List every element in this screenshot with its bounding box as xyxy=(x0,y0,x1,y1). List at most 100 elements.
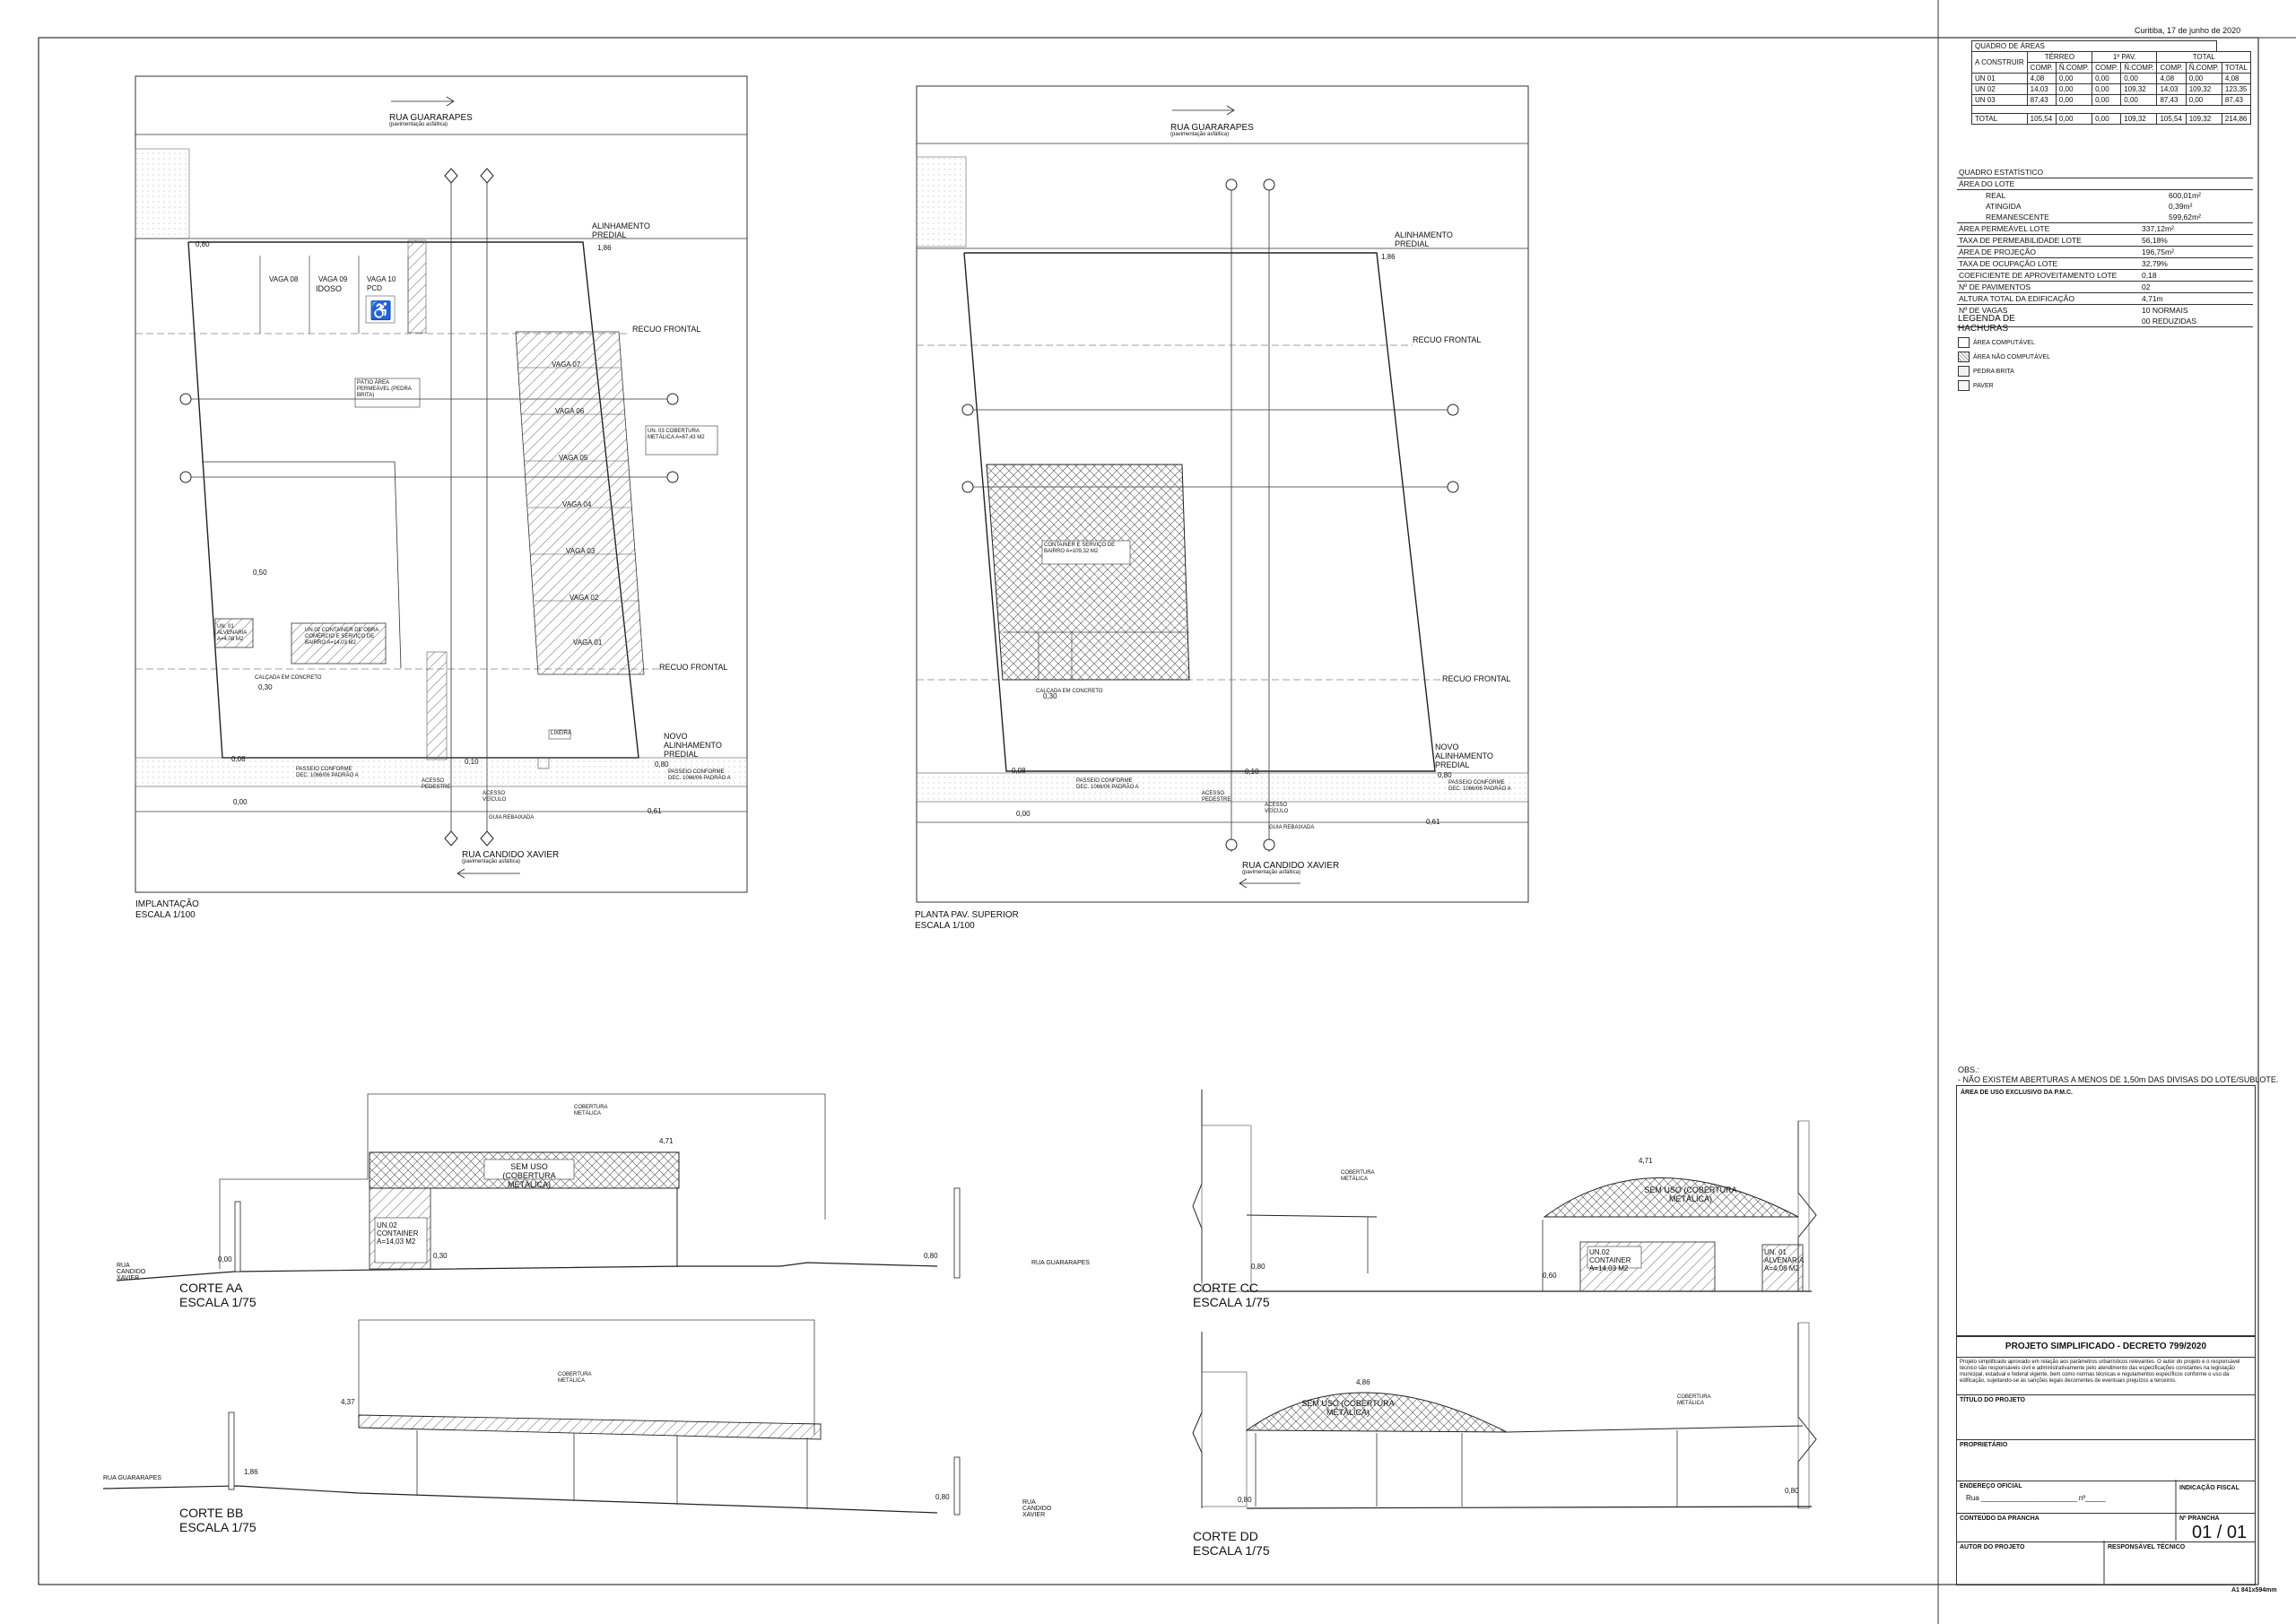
parking-label: VAGA 09 xyxy=(318,275,348,283)
container-label: UN.02 CONTAINER A=14,03 M2 xyxy=(377,1221,419,1246)
stat-label: COEFICIENTE DE APROVEITAMENTO LOTE xyxy=(1959,271,2118,280)
stat-value: 599,62m² xyxy=(2169,213,2201,221)
accessibility-icon: ♿ xyxy=(370,301,392,321)
legend-label: ÁREA NÃO COMPUTÁVEL xyxy=(1973,353,2050,360)
new-alignment-label: NOVO ALINHAMENTO PREDIAL xyxy=(1435,743,1493,769)
technician-label: RESPONSÁVEL TÉCNICO xyxy=(2108,1544,2186,1550)
level-marker: 1,86 xyxy=(597,244,612,252)
level-marker: 0,00 xyxy=(233,798,248,806)
areas-cell: 0,00 xyxy=(2055,113,2093,125)
level-marker: 0,80 xyxy=(1251,1263,1265,1271)
areas-group: TOTAL xyxy=(2156,51,2251,63)
areas-row: UN 02 14,03 0,00 0,00 109,32 14,03 109,3… xyxy=(1971,83,2251,95)
stat-value: 196,75m² xyxy=(2142,248,2174,256)
level-marker: 4,86 xyxy=(1356,1378,1370,1386)
street-name: RUA CANDIDO XAVIER xyxy=(462,850,560,860)
areas-row: UN 03 87,43 0,00 0,00 0,00 87,43 0,00 87… xyxy=(1971,94,2251,106)
stat-label: Nº DE PAVIMENTOS xyxy=(1959,282,2031,291)
unused-roof-label: SEM USO (COBERTURA METÁLICA) xyxy=(1301,1399,1395,1417)
walkway-label: PASSEIO CONFORME DEC. 1066/06 PADRÃO A xyxy=(1076,778,1139,790)
level-marker: 4,37 xyxy=(341,1398,355,1406)
level-marker: 0,00 xyxy=(1016,810,1031,818)
drawing-title: PLANTA PAV. SUPERIOR xyxy=(915,910,1019,920)
alignment-label: ALINHAMENTO PREDIAL xyxy=(1395,230,1453,248)
sheet-number-label: Nº PRANCHA xyxy=(2179,1515,2220,1522)
street-guararapes: RUA GUARARAPES (pavimentação asfáltica) xyxy=(389,113,473,127)
roof-note: COBERTURA METÁLICA xyxy=(574,1105,608,1116)
level-marker: 0,30 xyxy=(258,683,273,691)
areas-cell: UN 02 xyxy=(1971,83,2028,95)
curb-label: GUIA REBAIXADA xyxy=(1269,825,1315,830)
walkway-label: PASSEIO CONFORME DEC. 1066/06 PADRÃO A xyxy=(1448,780,1511,792)
legend-label: PEDRA BRITA xyxy=(1973,368,2014,375)
areas-cell: 0,00 xyxy=(2055,73,2093,84)
section-cc-title: CORTE CC ESCALA 1/75 xyxy=(1193,1281,1270,1309)
areas-subheader: Ñ.COMP. xyxy=(2055,62,2093,74)
level-marker: 1,86 xyxy=(1381,253,1396,261)
stat-value: 56,18% xyxy=(2142,236,2168,245)
new-alignment-label: NOVO ALINHAMENTO PREDIAL xyxy=(664,732,722,759)
level-marker: 0,61 xyxy=(648,807,662,815)
level-marker: 0,10 xyxy=(465,758,479,766)
stat-label: ÁREA DE PROJEÇÃO xyxy=(1959,248,2036,256)
drawing-scale: ESCALA 1/100 xyxy=(135,910,196,920)
areas-group: TÉRREO xyxy=(2026,51,2093,63)
drawing-scale: ESCALA 1/100 xyxy=(915,921,975,931)
section-street-label: RUA CANDIDO XAVIER xyxy=(1022,1499,1052,1518)
areas-cell: 0,00 xyxy=(2092,83,2122,95)
level-marker: 0,30 xyxy=(1043,692,1057,700)
areas-cell: 87,43 xyxy=(2026,94,2057,106)
vehicle-access-label: ACESSO VEÍCULO xyxy=(483,791,507,803)
parking-label: PCD xyxy=(367,284,382,292)
street-paving: (pavimentação asfáltica) xyxy=(389,122,448,127)
unused-roof-label: SEM USO (COBERTURA METÁLICA) xyxy=(1644,1185,1737,1203)
areas-cell: 87,43 xyxy=(2156,94,2187,106)
stat-label: ÁREA PERMEÁVEL LOTE xyxy=(1959,224,2050,233)
section-bb xyxy=(102,1319,961,1515)
sidewalk-label: CALÇADA EM CONCRETO xyxy=(255,675,322,681)
areas-cell: 14,03 xyxy=(2156,83,2187,95)
title-block-divider-svg xyxy=(2103,1541,2105,1584)
stat-label: ATINGIDA xyxy=(1986,202,2022,211)
setback-label: RECUO FRONTAL xyxy=(1413,335,1482,344)
drawing-scale: ESCALA 1/75 xyxy=(179,1520,257,1534)
areas-cell: UN 03 xyxy=(1971,94,2028,106)
section-street-label: RUA CANDIDO XAVIER xyxy=(117,1263,146,1281)
obs-title: OBS.: xyxy=(1958,1065,1980,1074)
areas-cell: 0,00 xyxy=(2055,94,2093,106)
stat-value: 4,71m xyxy=(2142,294,2163,303)
parking-label: VAGA 10 xyxy=(367,275,396,283)
legend-item: PEDRA BRITA xyxy=(1958,366,2050,377)
site-plan xyxy=(135,75,748,893)
parking-label: VAGA 07 xyxy=(552,360,581,369)
areas-cell: 0,00 xyxy=(2092,73,2122,84)
parking-label: VAGA 08 xyxy=(269,275,299,283)
stat-label: REAL xyxy=(1986,191,2006,200)
pmc-area-label: ÁREA DE USO EXCLUSIVO DA P.M.C. xyxy=(1961,1090,2073,1096)
level-marker: 0,80 xyxy=(935,1493,950,1501)
areas-col-a: A CONSTRUIR xyxy=(1971,51,2028,74)
observations: OBS.: - NÃO EXISTEM ABERTURAS A MENOS DE… xyxy=(1958,1065,2278,1085)
areas-cell: 0,00 xyxy=(2120,73,2158,84)
areas-cell: TOTAL xyxy=(1971,113,2028,125)
areas-cell: 123,35 xyxy=(2221,83,2251,95)
legend-item: PAVER xyxy=(1958,380,2050,391)
stat-label: ALTURA TOTAL DA EDIFICAÇÃO xyxy=(1959,294,2074,303)
legend-title: LEGENDA DE HACHURAS xyxy=(1958,314,2015,334)
areas-cell: 14,03 xyxy=(2026,83,2057,95)
street-name: RUA GUARARAPES xyxy=(1170,123,1254,133)
level-marker: 0,00 xyxy=(218,1255,232,1264)
areas-subheader: COMP. xyxy=(2092,62,2122,74)
roof-note: COBERTURA METÁLICA xyxy=(558,1372,592,1384)
section-aa xyxy=(116,1093,961,1281)
areas-cell: 87,43 xyxy=(2221,94,2251,106)
level-marker: 0,80 xyxy=(196,240,210,248)
section-cc xyxy=(1192,1090,1817,1292)
sheet-border xyxy=(38,37,2259,1585)
walkway-label: PASSEIO CONFORME DEC. 1066/06 PADRÃO A xyxy=(296,767,359,778)
site-plan-title: IMPLANTAÇÃO ESCALA 1/100 xyxy=(135,899,199,921)
section-dd xyxy=(1192,1322,1817,1509)
areas-table-title: QUADRO DE ÁREAS xyxy=(1971,40,2217,51)
unused-roof-label: SEM USO (COBERTURA METÁLICA) xyxy=(502,1162,556,1189)
